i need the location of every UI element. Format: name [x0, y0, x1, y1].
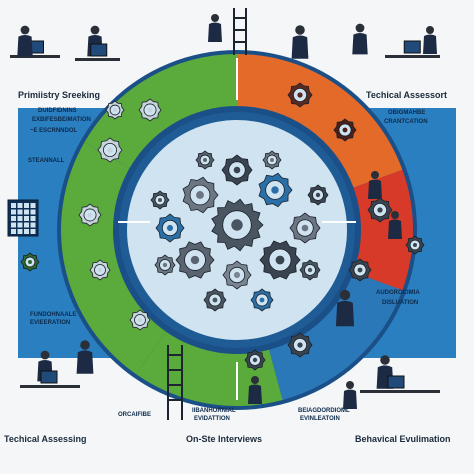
gear-icon	[250, 288, 274, 312]
stage-label-onsite-interviews: On-Ste Interviews	[186, 434, 263, 444]
computer-icon	[40, 370, 58, 384]
panel-text-bottom-center-3: EVIDATTION	[194, 416, 230, 422]
person-icon	[17, 25, 33, 57]
panel-text-right-1: OBIGMAHBE	[388, 110, 426, 116]
panel-text-left-1: DUIDFIDNINS	[38, 108, 77, 114]
gear-icon	[244, 349, 266, 371]
gear-icon	[307, 184, 329, 206]
ladder-icon	[167, 345, 183, 420]
people-figures	[10, 14, 440, 409]
gear-icon	[195, 150, 215, 170]
stage-label-behavioral-evaluation: Behavical Evulimation	[355, 434, 451, 444]
panel-text-right-2: CRANTCATION	[384, 119, 428, 125]
ladder-icon-top	[233, 8, 247, 55]
gear-icon	[97, 137, 123, 163]
gear-icon	[138, 98, 162, 122]
ring-segment	[237, 54, 403, 188]
person-icon	[248, 376, 262, 404]
gear-icon	[182, 176, 219, 214]
panel-text-right-4: DISLUATION	[382, 300, 419, 306]
panel-text-right-3: AUDGROCIMIA	[376, 290, 420, 296]
gear-icon	[289, 212, 321, 244]
desk-icon	[360, 375, 440, 393]
gear-icon	[211, 198, 264, 252]
computer-icon	[90, 43, 108, 57]
gear-icon	[221, 154, 253, 186]
desk-icon	[385, 40, 440, 58]
gear-icon	[222, 260, 252, 290]
panel-text-left-2: EXBIFESBEIMATION	[32, 117, 91, 123]
gear-icon	[175, 241, 215, 279]
gear-cluster	[20, 82, 425, 371]
person-icon	[423, 26, 437, 54]
computer-icon	[7, 199, 39, 237]
gear-icon	[333, 118, 357, 142]
gear-icon	[203, 288, 227, 312]
ring-segment	[84, 54, 237, 168]
gear-icon	[78, 203, 102, 227]
person-icon	[352, 23, 368, 55]
gear-icon	[405, 235, 425, 255]
panel-text-left-3: ~E ESCRNNDOL	[30, 128, 78, 134]
computer-icon	[403, 40, 421, 54]
panel-text-bottom-right-1: BEIAGDORDIOML	[298, 408, 350, 414]
panel-text-left-4: STEANNALL	[28, 158, 65, 164]
desk-icon	[75, 43, 120, 61]
computer-icon	[387, 375, 405, 389]
gear-icon	[367, 197, 393, 223]
gear-icon	[89, 259, 111, 281]
stage-label-primary-screening: Primiistry Sreeking	[18, 90, 101, 100]
gear-icon	[262, 150, 282, 170]
gear-icon	[259, 240, 301, 280]
panel-text-bottom-left-1: FUNDOHNAALE	[30, 312, 77, 318]
stage-label-technical-assessment: Techical Assessort	[366, 90, 448, 100]
person-icon	[388, 211, 402, 239]
gear-icon	[20, 252, 40, 272]
gear-icon	[348, 258, 372, 282]
stage-label-technical-assessing: Techical Assessing	[4, 434, 87, 444]
person-icon	[335, 289, 355, 327]
gear-icon	[299, 259, 321, 281]
gear-icon	[287, 82, 313, 108]
gear-icon	[154, 254, 176, 276]
gear-icon	[105, 100, 125, 120]
panel-text-bottom-center-2: IIBANHORNIAL	[192, 408, 236, 414]
panel-text-bottom-right-2: EVINLEATOIN	[300, 416, 340, 422]
panel-text-bottom-center-1: ORCAIFIBE	[118, 412, 151, 418]
person-icon	[291, 25, 309, 59]
person-icon	[208, 14, 222, 42]
gear-icon	[150, 190, 170, 210]
person-icon	[343, 381, 357, 409]
person-icon	[76, 340, 94, 374]
gear-icon	[155, 213, 185, 243]
ring-segment	[136, 331, 283, 406]
panel-text-bottom-left-2: EVIEERATION	[30, 320, 71, 326]
ring-segment	[269, 272, 403, 401]
gear-icon	[287, 332, 313, 358]
flow-arrows	[118, 58, 356, 400]
gear-icon	[258, 172, 293, 208]
ring-segment	[353, 169, 413, 291]
person-icon	[368, 171, 382, 199]
gear-icon	[129, 309, 151, 331]
desk-icon	[20, 370, 80, 388]
